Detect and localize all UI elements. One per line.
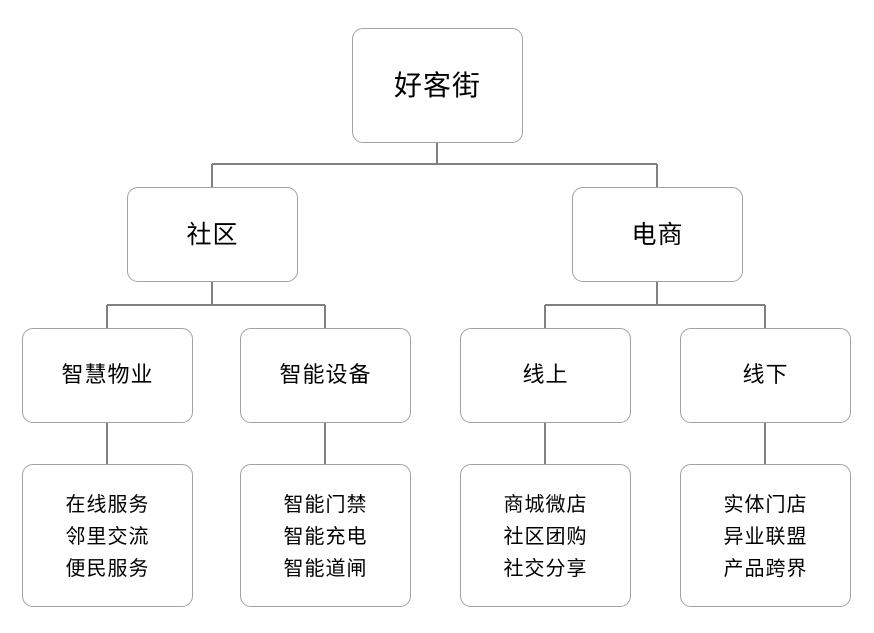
node-label: 线上 [522,362,569,388]
node-leaf-zhineng-shebei-services[interactable]: 智能门禁 智能充电 智能道闸 [240,464,411,607]
node-zhineng-shebei[interactable]: 智能设备 [240,328,411,423]
node-dianshang[interactable]: 电商 [572,187,743,282]
node-leaf-line-1: 实体门店 [723,491,808,516]
node-leaf-zhihui-wuye-services[interactable]: 在线服务 邻里交流 便民服务 [22,464,193,607]
node-label: 好客街 [393,68,481,102]
node-root-haokejie[interactable]: 好客街 [352,28,523,143]
node-zhihui-wuye[interactable]: 智慧物业 [22,328,193,423]
node-leaf-line-3: 便民服务 [65,555,150,580]
node-leaf-line-1: 在线服务 [65,491,150,516]
node-label: 智能设备 [279,362,372,388]
node-leaf-xianshang-services[interactable]: 商城微店 社区团购 社交分享 [460,464,631,607]
node-leaf-line-3: 社交分享 [503,555,588,580]
node-xianshang[interactable]: 线上 [460,328,631,423]
node-leaf-line-3: 智能道闸 [283,555,368,580]
node-leaf-line-2: 智能充电 [283,523,368,548]
node-shequ[interactable]: 社区 [127,187,298,282]
node-leaf-line-2: 异业联盟 [723,523,808,548]
node-leaf-line-1: 商城微店 [503,491,588,516]
node-leaf-line-2: 邻里交流 [65,523,150,548]
node-label: 线下 [742,362,789,388]
node-leaf-line-1: 智能门禁 [283,491,368,516]
node-xianxia[interactable]: 线下 [680,328,851,423]
node-label: 电商 [631,220,684,249]
node-label: 智慧物业 [61,362,154,388]
node-leaf-xianxia-services[interactable]: 实体门店 异业联盟 产品跨界 [680,464,851,607]
node-leaf-line-3: 产品跨界 [723,555,808,580]
node-leaf-line-2: 社区团购 [503,523,588,548]
node-label: 社区 [186,220,239,249]
